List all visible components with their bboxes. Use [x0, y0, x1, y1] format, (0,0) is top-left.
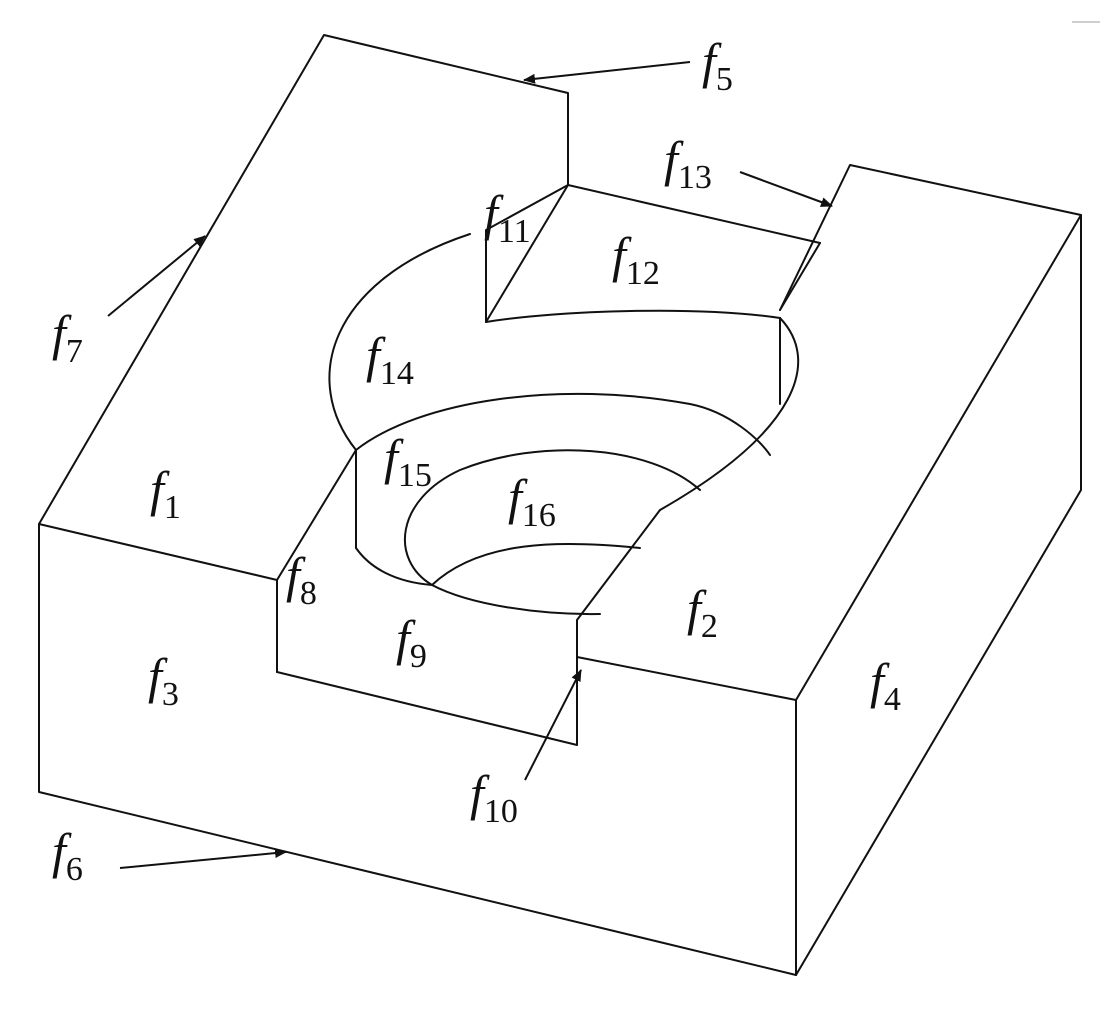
- edge-f16-front: [431, 584, 601, 616]
- label-f1: f1: [150, 461, 181, 526]
- edge-f13-top: [779, 242, 821, 311]
- edge-front-face: [38, 523, 797, 976]
- edge-f15-top-arc: [355, 392, 771, 456]
- label-f14: f14: [366, 327, 414, 392]
- arrow-f5: [523, 61, 691, 84]
- label-f10: f10: [470, 765, 518, 830]
- edge-f1-outline: [38, 34, 569, 525]
- face-labels: f1 f2 f3 f4 f5 f6 f7 f8 f9 f10 f11 f12 f…: [52, 33, 901, 888]
- label-f7: f7: [52, 305, 83, 370]
- label-f13: f13: [664, 131, 712, 196]
- arrow-f7: [107, 235, 206, 317]
- edge-f11-wall: [485, 184, 569, 323]
- label-f2: f2: [687, 580, 718, 645]
- edge-f15-lower-left: [355, 547, 433, 586]
- arrow-f10: [524, 669, 582, 781]
- edge-slot-front: [276, 656, 578, 746]
- edge-f8-wall: [276, 449, 357, 673]
- edge-f12-bottom: [485, 309, 781, 323]
- leader-arrows: [107, 61, 833, 869]
- arrow-f13: [739, 171, 833, 207]
- label-f12: f12: [612, 227, 660, 292]
- label-f8: f8: [286, 547, 317, 612]
- edge-f4-outline: [795, 214, 1082, 976]
- edge-f15-inner-arc: [403, 449, 701, 586]
- edge-f14-right-arc: [659, 317, 800, 511]
- solid-part-edges: [38, 34, 1082, 976]
- label-f11: f11: [484, 185, 531, 250]
- label-f6: f6: [52, 823, 83, 888]
- edge-f10-wall: [576, 509, 661, 658]
- edge-f16-hole: [431, 542, 641, 586]
- arrow-f6: [119, 848, 287, 869]
- label-f5: f5: [702, 33, 733, 98]
- edge-back-rim: [567, 184, 821, 244]
- edge-f14-outer-arc: [328, 233, 471, 451]
- label-f15: f15: [384, 429, 432, 494]
- label-f3: f3: [148, 648, 179, 713]
- label-f16: f16: [508, 469, 556, 534]
- label-f4: f4: [870, 653, 901, 718]
- label-f9: f9: [396, 610, 427, 675]
